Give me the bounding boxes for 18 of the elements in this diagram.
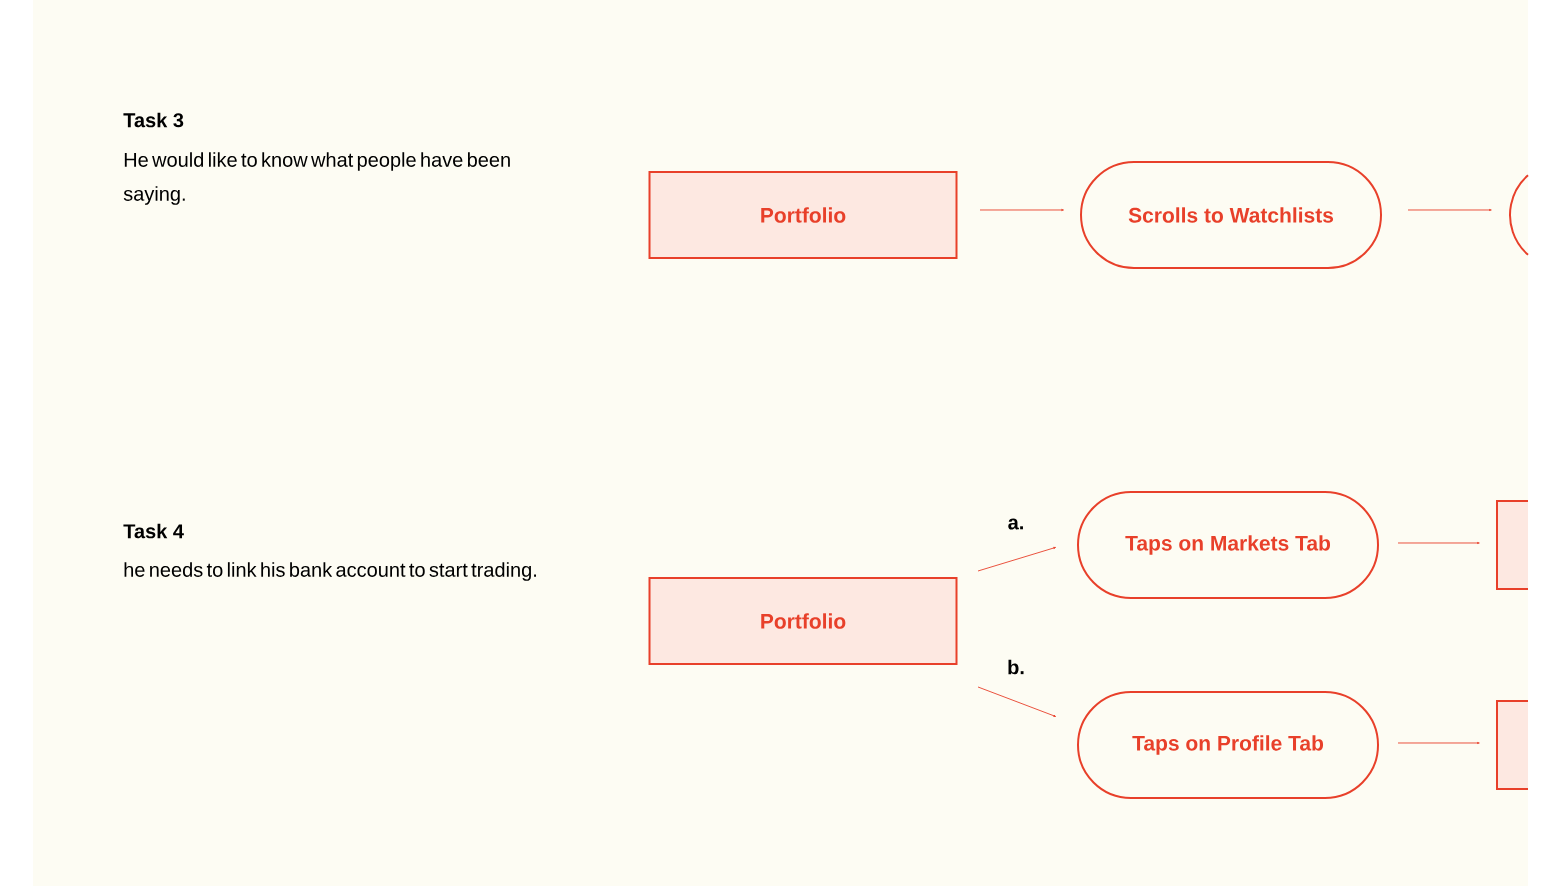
action-pill [1509,174,1530,256]
arrow [1397,542,1480,544]
arrow [977,547,1056,572]
screen-box: Portfolio [648,577,958,665]
arrow [1407,209,1492,211]
task-heading: Task 3 [123,112,184,128]
screen-box [1496,500,1529,590]
action-pill: Taps on Profile Tab [1077,691,1379,799]
task-heading: Task 4 [123,523,184,539]
arrow [977,686,1057,717]
arrow [1397,742,1480,744]
task-description: He would like to know what people have been saying. [123,152,510,205]
action-pill: Scrolls to Watchlists [1080,161,1382,269]
action-pill: Taps on Markets Tab [1077,491,1379,599]
screen-box: Portfolio [648,171,958,259]
screen-box [1496,700,1529,790]
arrow [979,209,1064,211]
task-description: he needs to link his bank account to start trading. [124,562,536,581]
